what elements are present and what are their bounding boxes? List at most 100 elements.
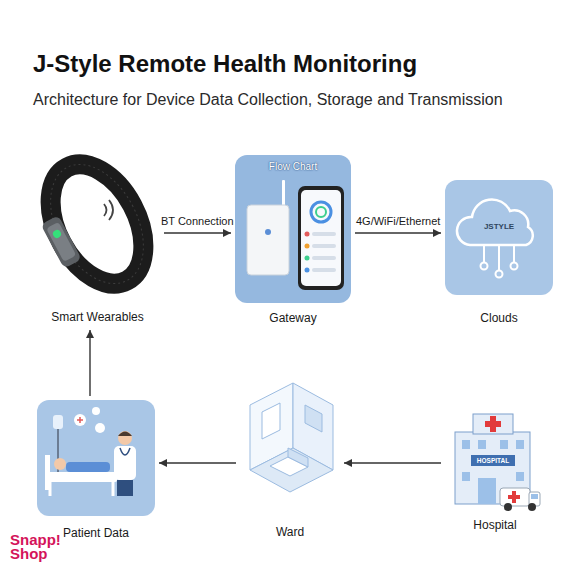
node-label: Clouds bbox=[445, 311, 553, 325]
smart-band-illustration-part-part bbox=[52, 229, 63, 240]
patient-care-illustration bbox=[37, 400, 155, 516]
subtitle: Architecture for Device Data Collection,… bbox=[33, 90, 503, 109]
cloud-illustration-part bbox=[513, 245, 515, 262]
gateway-illustration-part bbox=[312, 268, 336, 272]
flow-arrow bbox=[344, 462, 441, 463]
gateway-illustration-part bbox=[247, 205, 289, 275]
hospital-illustration-part bbox=[478, 478, 496, 504]
node-label: Flow Chart bbox=[235, 161, 351, 173]
hospital-illustration-part bbox=[516, 472, 524, 481]
hospital-illustration-part bbox=[531, 494, 538, 499]
patient-care-illustration-part bbox=[112, 482, 115, 496]
patient-care-illustration-part bbox=[95, 423, 105, 433]
patient-care-illustration-part bbox=[120, 448, 130, 455]
gateway-illustration-part bbox=[301, 190, 341, 286]
gateway-illustration-part bbox=[298, 186, 344, 290]
gateway-illustration-part bbox=[312, 256, 336, 260]
gateway-illustration-part bbox=[235, 155, 351, 303]
ward-illustration-part bbox=[262, 403, 280, 439]
gateway-illustration-part bbox=[316, 207, 326, 217]
cloud-node: Clouds bbox=[445, 180, 553, 327]
smart-band-illustration-part bbox=[109, 200, 113, 220]
hospital-illustration-part bbox=[485, 421, 501, 427]
hospital-illustration-part bbox=[504, 503, 512, 511]
ward-illustration bbox=[250, 383, 333, 492]
logo-text: JSTYLE bbox=[470, 222, 528, 232]
device-node: Smart Wearables bbox=[35, 148, 160, 326]
hospital-illustration-part bbox=[528, 503, 536, 511]
patient-care-illustration-part bbox=[54, 458, 66, 470]
node-label: Patient Data bbox=[37, 526, 155, 540]
cloud-illustration-part bbox=[498, 245, 500, 270]
patient-care-illustration-part bbox=[74, 414, 86, 426]
patient-care-illustration-part bbox=[49, 482, 52, 496]
cloud-illustration-part bbox=[481, 263, 488, 270]
smart-band-illustration-part-part bbox=[46, 222, 76, 262]
gateway-illustration-part bbox=[311, 202, 331, 222]
flow-arrow bbox=[355, 232, 441, 233]
node-label: Hospital bbox=[445, 518, 545, 532]
hospital-illustration-part bbox=[500, 440, 508, 449]
gateway-illustration-part bbox=[305, 232, 310, 237]
hospital-illustration-part bbox=[516, 440, 524, 449]
gateway-node: Flow ChartGateway bbox=[235, 155, 351, 327]
node-label: Gateway bbox=[235, 311, 351, 325]
smart-band-illustration-part-part bbox=[32, 149, 163, 300]
smart-band-illustration-part bbox=[104, 204, 107, 216]
cloud-illustration-part bbox=[511, 263, 518, 270]
ward-illustration-part bbox=[305, 405, 322, 432]
watermark: Snapp! Shop bbox=[10, 533, 70, 562]
hospital-illustration-part bbox=[478, 440, 486, 449]
flow-arrow bbox=[159, 462, 236, 463]
smart-band-illustration-part-part bbox=[41, 215, 82, 269]
node-label: Smart Wearables bbox=[35, 310, 160, 324]
patient-care-illustration-part bbox=[77, 417, 83, 423]
hospital-illustration-part bbox=[462, 472, 470, 481]
patient-care-illustration-part bbox=[45, 472, 117, 482]
hospital-illustration-part bbox=[471, 455, 515, 466]
hospital-illustration-part bbox=[473, 414, 513, 434]
patient-care-illustration-part bbox=[118, 432, 132, 437]
gateway-illustration-part bbox=[265, 229, 271, 235]
cloud-illustration bbox=[445, 180, 553, 295]
smart-band-illustration bbox=[23, 149, 163, 304]
connection-label: BT Connection bbox=[161, 215, 234, 228]
gateway-illustration-part bbox=[312, 244, 336, 248]
gateway-illustration-part bbox=[305, 268, 310, 273]
gateway-illustration-part bbox=[305, 244, 310, 249]
gateway-illustration bbox=[235, 155, 351, 303]
patient-care-illustration-part bbox=[114, 446, 136, 480]
hospital-illustration-part bbox=[500, 488, 530, 506]
patient-care-illustration-part bbox=[37, 400, 155, 516]
patient-care-illustration-part bbox=[66, 462, 110, 472]
flow-arrow bbox=[164, 232, 231, 233]
gateway-illustration-part bbox=[282, 180, 285, 207]
patient-care-illustration-part bbox=[118, 431, 132, 445]
connection-label: 4G/WiFi/Ethernet bbox=[356, 215, 440, 228]
gateway-illustration-part bbox=[305, 256, 310, 261]
hospital-node: Hospital bbox=[445, 410, 545, 534]
hospital-illustration-part bbox=[462, 440, 470, 449]
smart-band-illustration-part-part bbox=[32, 149, 163, 300]
node-label: Ward bbox=[240, 525, 340, 539]
smart-band-illustration-part bbox=[23, 149, 163, 304]
flow-arrow bbox=[89, 330, 90, 396]
ward-illustration-part bbox=[288, 448, 308, 467]
patient-care-illustration-part bbox=[117, 480, 133, 496]
cloud-illustration-part bbox=[445, 180, 553, 295]
hospital-illustration-part bbox=[508, 495, 520, 499]
gateway-illustration-part bbox=[312, 232, 336, 236]
ward-node: Ward bbox=[240, 385, 340, 541]
ward-illustration-part bbox=[250, 448, 333, 492]
cloud-illustration-part bbox=[496, 271, 503, 278]
patient-care-illustration-part bbox=[53, 415, 63, 429]
patient-node: Patient Data bbox=[37, 400, 155, 542]
hospital-illustration bbox=[455, 414, 540, 511]
cloud-illustration-part bbox=[483, 245, 485, 262]
sign-text: HOSPITAL bbox=[471, 457, 515, 465]
cloud-illustration-part bbox=[457, 199, 533, 245]
